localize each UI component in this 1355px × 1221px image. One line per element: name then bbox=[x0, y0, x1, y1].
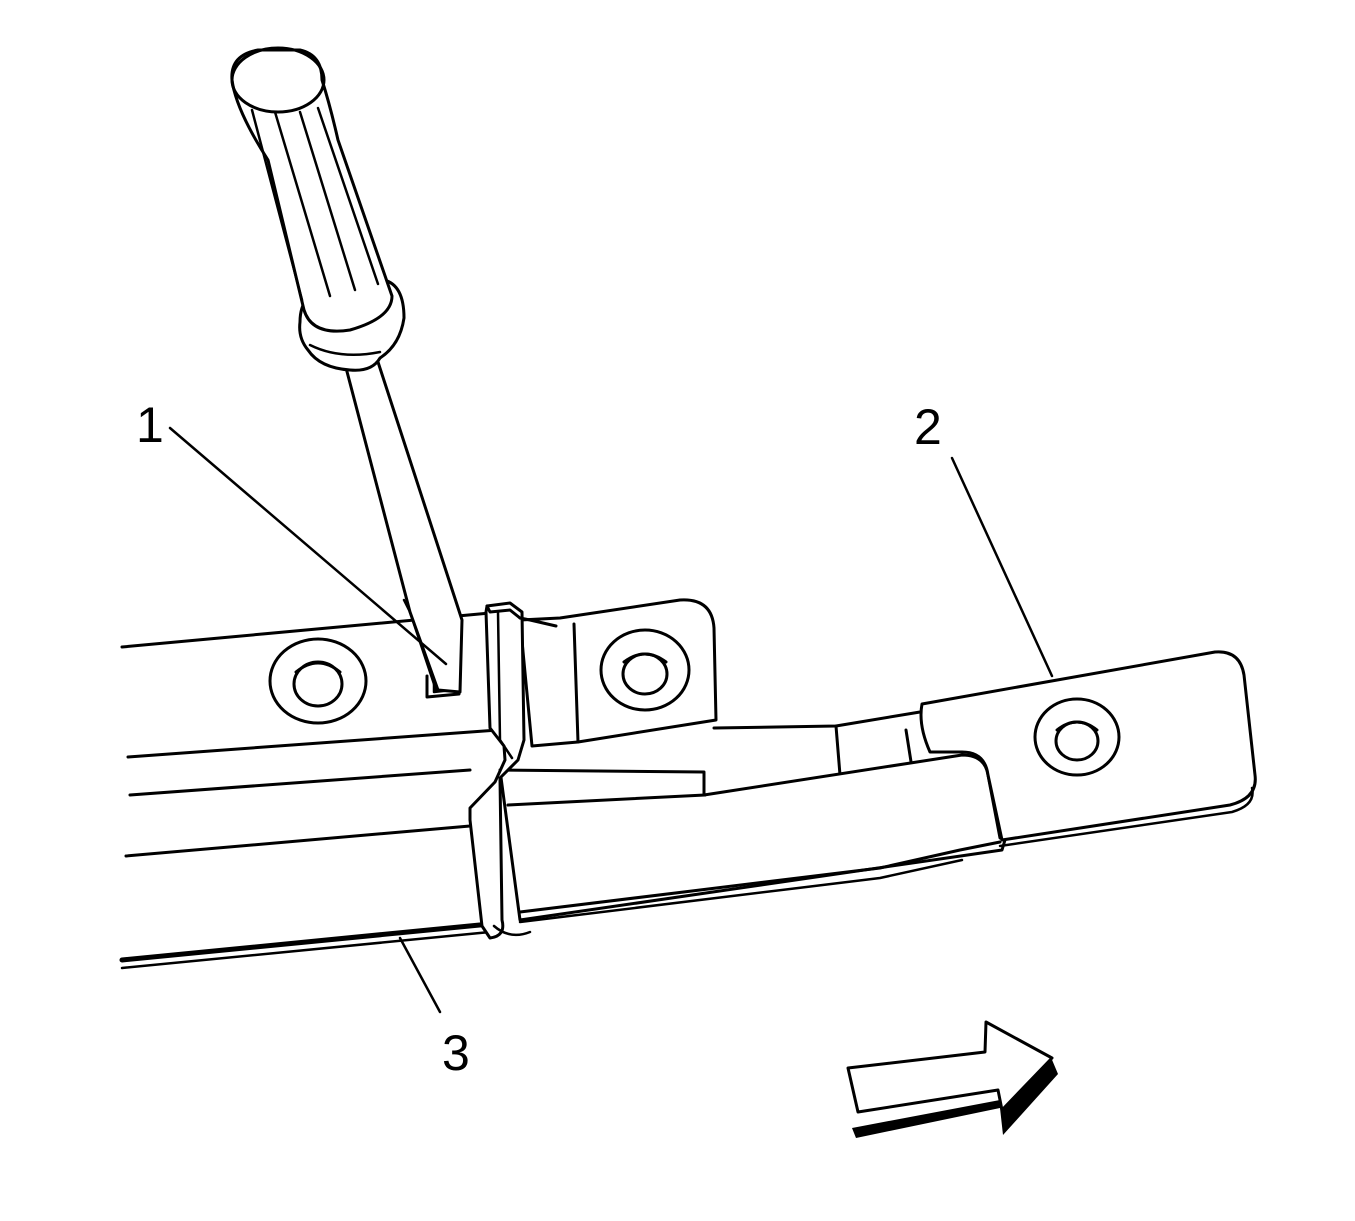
leader-line-2 bbox=[950, 456, 1054, 678]
callout-1: 1 bbox=[136, 397, 164, 453]
leader-line-3 bbox=[398, 936, 442, 1014]
screwdriver-icon bbox=[230, 46, 464, 694]
direction-arrow-icon bbox=[846, 1020, 1058, 1138]
callout-3: 3 bbox=[442, 1025, 470, 1081]
latch-bracket bbox=[498, 598, 1257, 924]
seat-rail bbox=[119, 611, 500, 970]
callout-2: 2 bbox=[914, 399, 942, 455]
leader-line-1 bbox=[168, 426, 448, 666]
rail-clip bbox=[468, 601, 558, 940]
